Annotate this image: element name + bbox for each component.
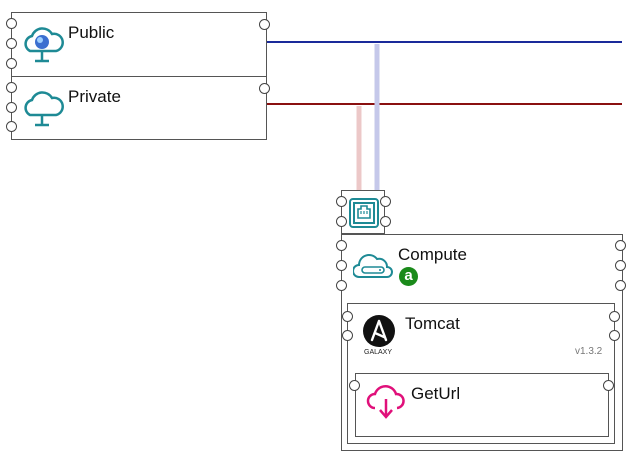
private-network-label: Private [68, 87, 121, 106]
network-port-right-2[interactable] [380, 216, 391, 227]
network-port-node[interactable] [341, 190, 385, 234]
public-port-right[interactable] [259, 19, 270, 30]
network-port-right-1[interactable] [380, 196, 391, 207]
geturl-port-left[interactable] [349, 380, 360, 391]
cloud-server-icon [352, 249, 393, 286]
private-port-right[interactable] [259, 83, 270, 94]
geturl-port-right[interactable] [603, 380, 614, 391]
ethernet-port-icon [349, 198, 379, 233]
tomcat-port-right-2[interactable] [609, 330, 620, 341]
tomcat-port-right-1[interactable] [609, 311, 620, 322]
compute-port-right-3[interactable] [615, 280, 626, 291]
private-cloud-icon [20, 85, 66, 136]
public-cloud-icon [20, 21, 66, 72]
tomcat-port-left-1[interactable] [342, 311, 353, 322]
compute-port-right-2[interactable] [615, 260, 626, 271]
public-port-left-1[interactable] [6, 18, 17, 29]
public-network-node[interactable]: Public [11, 12, 267, 77]
private-port-left-2[interactable] [6, 102, 17, 113]
tomcat-version: v1.3.2 [575, 346, 603, 357]
geturl-label: GetUrl [411, 384, 461, 403]
geturl-node[interactable]: GetUrl [355, 373, 609, 437]
tomcat-port-left-2[interactable] [342, 330, 353, 341]
public-network-label: Public [68, 23, 115, 42]
compute-port-left-3[interactable] [336, 280, 347, 291]
cloud-download-icon [366, 384, 406, 425]
network-port-left-2[interactable] [336, 216, 347, 227]
compute-label: Compute [398, 245, 467, 264]
compute-os-badge: a [399, 267, 418, 286]
private-network-node[interactable]: Private [11, 76, 267, 140]
public-port-left-3[interactable] [6, 58, 17, 69]
private-port-left-3[interactable] [6, 121, 17, 132]
ansible-galaxy-icon [362, 314, 396, 353]
public-port-left-2[interactable] [6, 38, 17, 49]
compute-port-right-1[interactable] [615, 240, 626, 251]
tomcat-label: Tomcat [405, 314, 460, 333]
compute-port-left-2[interactable] [336, 260, 347, 271]
compute-port-left-1[interactable] [336, 240, 347, 251]
private-port-left-1[interactable] [6, 82, 17, 93]
galaxy-caption: GALAXY [364, 349, 393, 356]
network-port-left-1[interactable] [336, 196, 347, 207]
